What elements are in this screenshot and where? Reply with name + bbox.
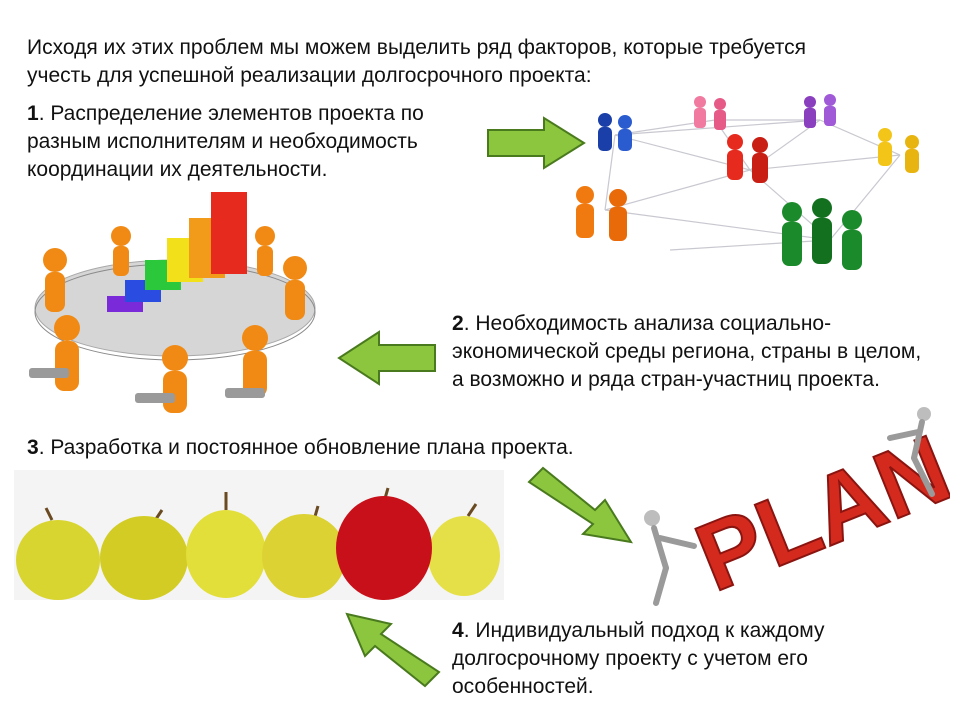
factor-3-number: 3	[27, 436, 39, 459]
factor-4-number: 4	[452, 619, 464, 642]
apples-illustration	[14, 470, 504, 600]
mannequin-figures-icon	[644, 407, 935, 606]
arrow-diagonal-down-right-icon	[527, 466, 634, 544]
orange-figures-icon	[43, 226, 307, 413]
people-network-illustration	[576, 94, 919, 270]
factor-1: 1. Распределение элементов проекта по ра…	[27, 100, 487, 184]
intro-line-2: учесть для успешной реализации долгосроч…	[27, 64, 592, 87]
intro-text: Исходя их этих проблем мы можем выделить…	[27, 34, 927, 90]
bar-chart-icon	[107, 192, 247, 312]
blue-people-icon	[598, 113, 632, 151]
arrow-diagonal-up-left-icon	[345, 612, 441, 688]
meeting-table-illustration	[29, 192, 316, 413]
pink-people-icon	[694, 96, 726, 130]
arrow-right-icon	[487, 116, 586, 170]
factor-2-text: . Необходимость анализа социально-эконом…	[452, 312, 922, 391]
factor-2: 2. Необходимость анализа социально-эконо…	[452, 310, 932, 394]
plan-illustration: PLAN	[644, 407, 950, 610]
factor-1-text: . Распределение элементов проекта по раз…	[27, 102, 424, 181]
green-people-icon	[782, 198, 862, 270]
factor-4-text: . Индивидуальный подход к каждому долгос…	[452, 619, 825, 698]
orange-people-icon	[576, 186, 627, 241]
yellow-apples-icon	[16, 510, 500, 600]
factor-2-number: 2	[452, 312, 464, 335]
factor-3: 3. Разработка и постоянное обновление пл…	[27, 434, 667, 462]
plan-word: PLAN	[682, 415, 950, 610]
red-people-icon	[727, 134, 768, 183]
red-apple-icon	[336, 496, 432, 600]
purple-people-icon	[804, 94, 836, 128]
yellow-people-icon	[878, 128, 919, 173]
factor-3-text: . Разработка и постоянное обновление пла…	[38, 436, 574, 459]
chairs-icon	[29, 368, 265, 403]
intro-line-1: Исходя их этих проблем мы можем выделить…	[27, 36, 806, 59]
factor-1-number: 1	[27, 102, 39, 125]
arrow-left-icon	[337, 330, 436, 386]
factor-4: 4. Индивидуальный подход к каждому долго…	[452, 617, 892, 701]
